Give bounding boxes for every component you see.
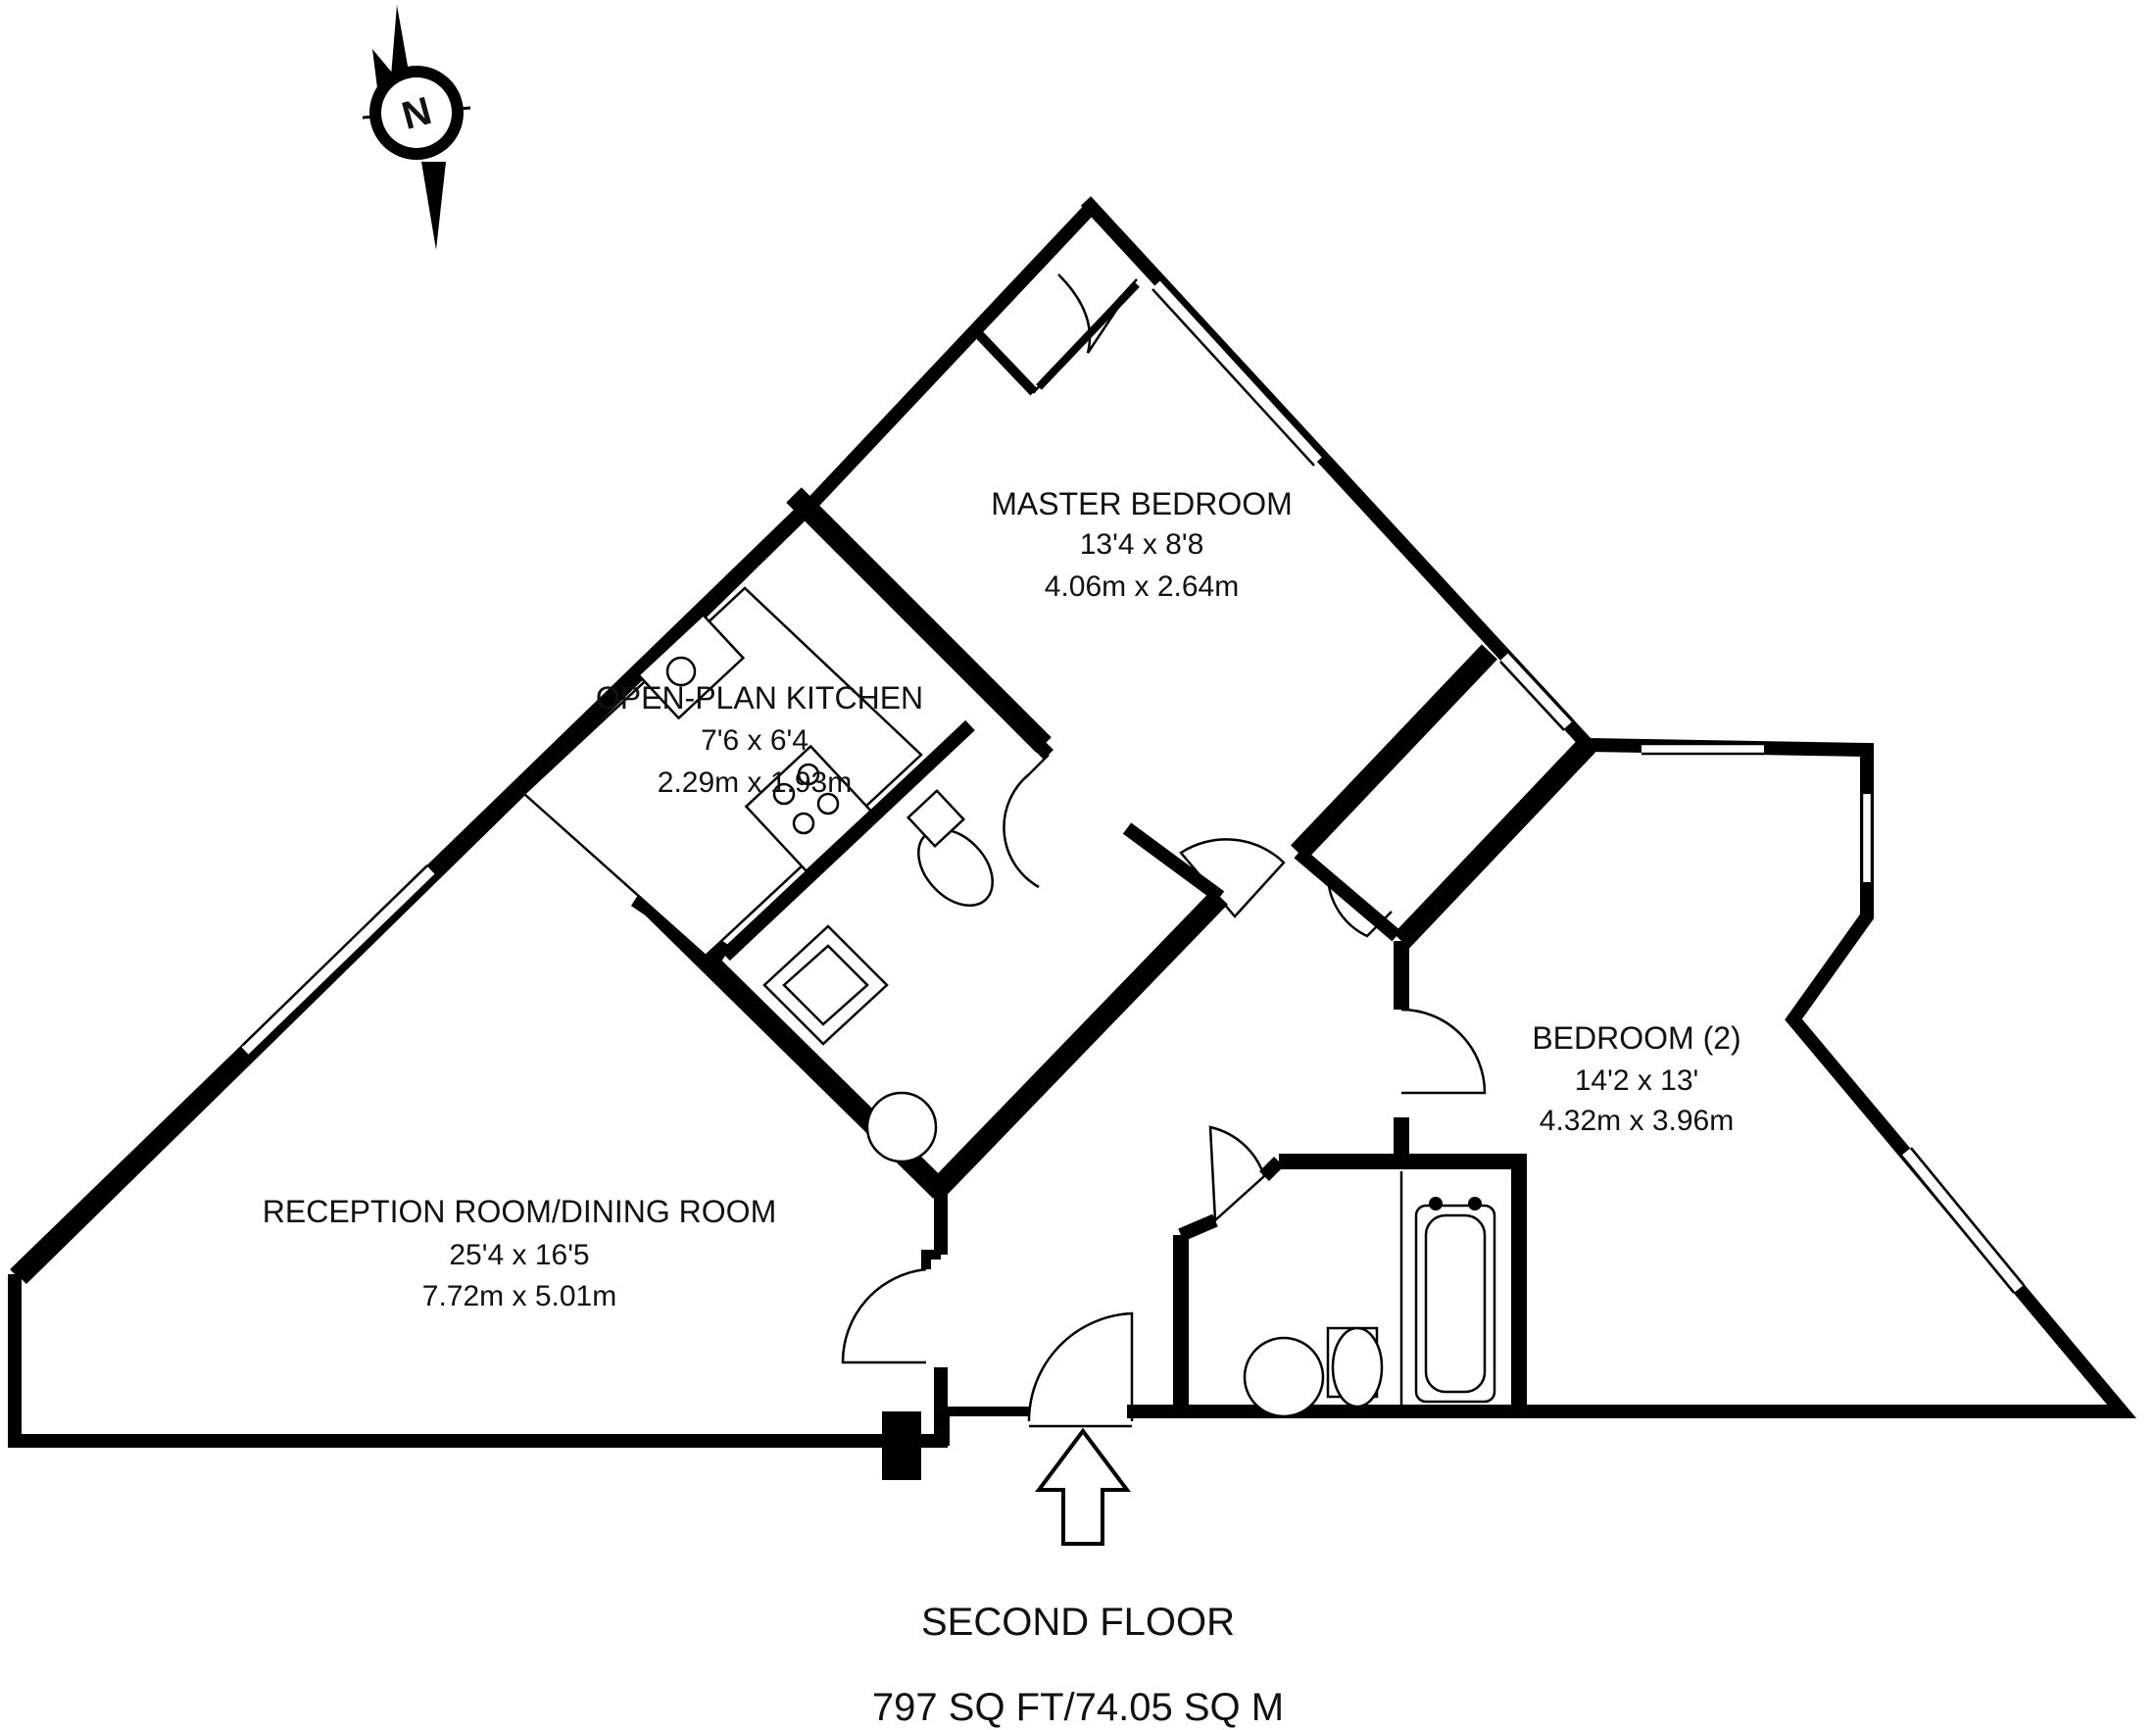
compass-icon: N	[362, 5, 471, 250]
room-dimensions-metric: 4.06m x 2.64m	[1045, 570, 1239, 603]
room-name: BEDROOM (2)	[1532, 1020, 1740, 1056]
entrance-arrow-icon	[1035, 1427, 1131, 1546]
windows	[241, 278, 2025, 1294]
room-name: RECEPTION ROOM/DINING ROOM	[263, 1194, 776, 1229]
room-dimensions-metric: 7.72m x 5.01m	[422, 1280, 616, 1312]
room-label-bedroom-2: BEDROOM (2) 14'2 x 13' 4.32m x 3.96m	[1532, 1020, 1740, 1137]
room-name: MASTER BEDROOM	[991, 486, 1293, 521]
bathroom-fixtures	[762, 788, 1496, 1418]
doors	[841, 273, 1487, 1428]
room-label-reception: RECEPTION ROOM/DINING ROOM 25'4 x 16'5 7…	[263, 1194, 776, 1312]
room-dimensions-metric: 2.29m x 1.93m	[658, 766, 852, 799]
room-dimensions-imperial: 7'6 x 6'4	[701, 724, 808, 757]
floor-area: 797 SQ FT/74.05 SQ M	[872, 1686, 1284, 1729]
room-dimensions-metric: 4.32m x 3.96m	[1540, 1105, 1734, 1137]
room-dimensions-imperial: 25'4 x 16'5	[449, 1239, 589, 1271]
room-label-master-bedroom: MASTER BEDROOM 13'4 x 8'8 4.06m x 2.64m	[991, 486, 1293, 603]
room-dimensions-imperial: 13'4 x 8'8	[1080, 528, 1204, 561]
exterior-walls	[8, 196, 2136, 1480]
room-dimensions-imperial: 14'2 x 13'	[1575, 1064, 1699, 1097]
floor-title: SECOND FLOOR	[921, 1601, 1235, 1644]
room-label-kitchen: OPEN-PLAN KITCHEN 7'6 x 6'4 2.29m x 1.93…	[596, 680, 923, 799]
kitchen-fixtures	[522, 586, 923, 958]
room-name: OPEN-PLAN KITCHEN	[596, 680, 923, 716]
